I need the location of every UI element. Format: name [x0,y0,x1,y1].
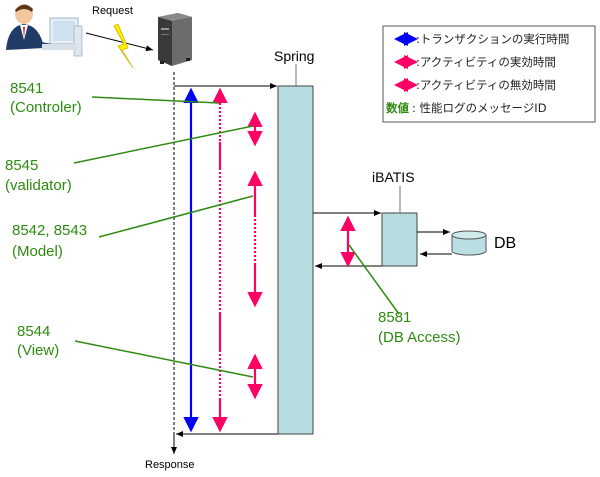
request-label: Request [92,5,133,17]
annotation-code: 8545 [5,157,38,174]
server-icon [158,13,192,66]
controller-leader-line [91,96,220,104]
view-leader-line [74,340,254,378]
spring-label: Spring [274,48,314,64]
annotation-name: (validator) [5,177,72,194]
annotation-code: 8581 [378,309,411,326]
legend-item-ineffective: :アクティビティの無効時間 [416,78,556,92]
dbaccess-leader-line [348,244,400,315]
annotation-code: 8541 [10,80,43,97]
legend-value-text: : 性能ログのメッセージID [412,101,547,115]
legend: :トランザクションの実行時間 :アクティビティの実効時間 :アクティビティの無効… [382,25,596,123]
legend-item-effective: :アクティビティの実効時間 [416,55,556,69]
validator-leader-line [73,125,254,164]
annotation-controller: 8541 (Controler) [10,80,82,116]
annotation-dbaccess: 8581 (DB Access) [378,309,461,346]
annotation-code: 8542, 8543 [12,222,87,239]
annotation-name: (Model) [12,243,63,260]
annotation-view: 8544 (View) [17,323,59,359]
annotation-validator: 8545 (validator) [5,157,72,194]
annotation-name: (View) [17,342,59,359]
db-label: DB [494,235,516,252]
annotation-leaders [73,96,400,378]
database-icon [451,230,487,256]
annotation-name: (DB Access) [378,329,461,346]
ibatis-box [381,212,418,267]
annotation-model: 8542, 8543 (Model) [12,222,87,260]
spring-box [277,85,314,435]
user-at-computer-icon [6,4,83,57]
legend-item-transaction: :トランザクションの実行時間 [416,32,569,46]
annotation-code: 8544 [17,323,50,340]
lightning-icon [113,23,134,69]
request-arrow [85,32,154,52]
legend-value-key: 数値 [386,101,409,115]
model-leader-line [98,195,254,238]
annotation-name: (Controler) [10,99,82,116]
response-label: Response [145,459,195,471]
legend-box [382,25,596,123]
ibatis-label: iBATIS [372,169,415,185]
